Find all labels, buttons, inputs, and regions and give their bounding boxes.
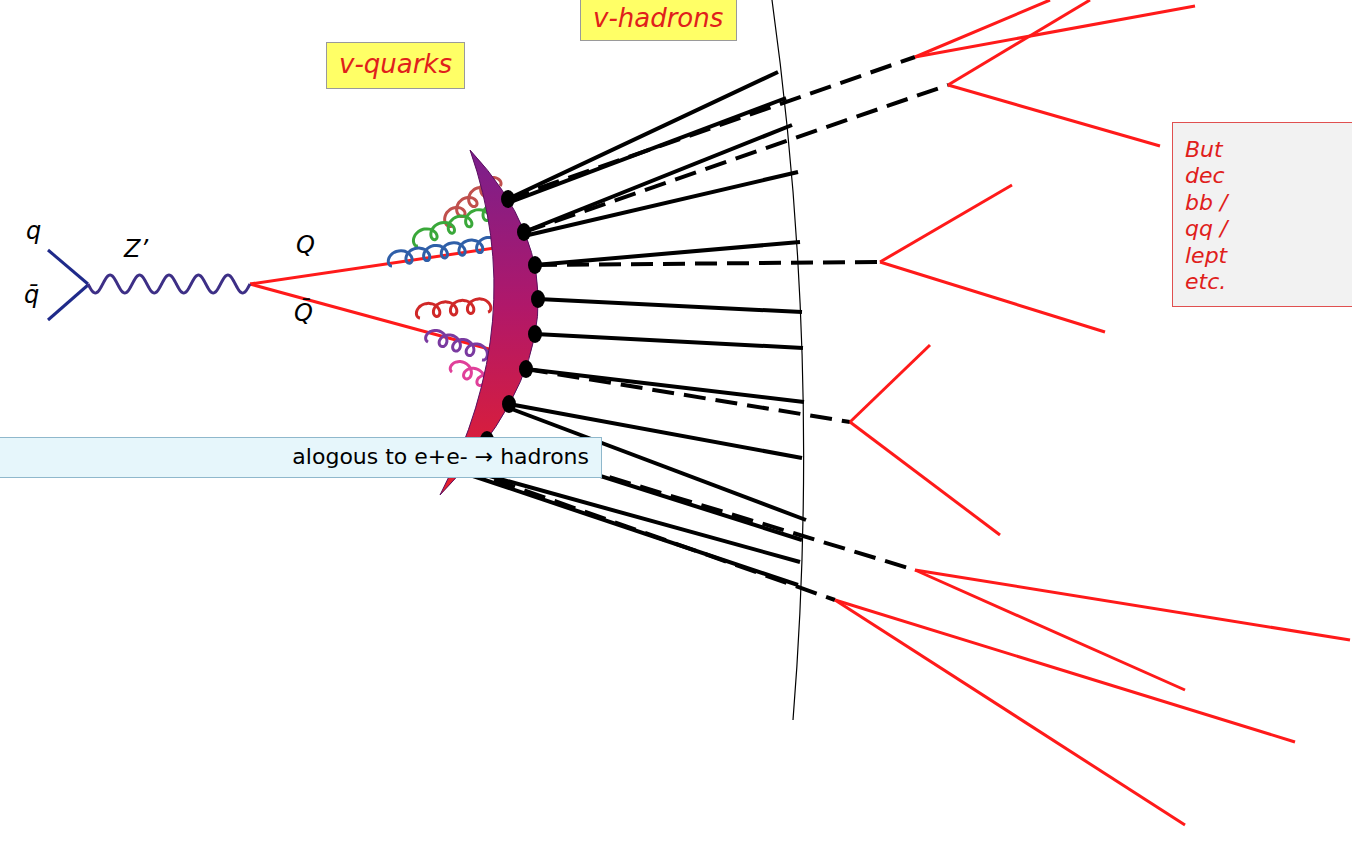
particle-label: Z’ <box>124 236 148 262</box>
antiquark-line <box>48 285 88 320</box>
note-box: But dec bb / qq / lept etc. <box>1172 122 1352 307</box>
zprime-wave <box>88 275 250 293</box>
v-quark-line <box>250 245 515 284</box>
zprime-wave-path <box>88 275 250 293</box>
gluon-curl <box>388 237 500 266</box>
box-text: v-quarks <box>339 49 452 80</box>
displaced-v-hadrons <box>464 57 948 600</box>
stable-v-hadrons <box>464 72 806 585</box>
v-hadron-dots <box>457 190 545 478</box>
detector-arc <box>772 0 804 720</box>
gluon-curl <box>416 299 490 318</box>
box-text: v-hadrons <box>593 3 724 34</box>
concept-box: v-hadrons <box>580 0 737 41</box>
v-antiquark-line <box>250 284 500 352</box>
concept-box: v-quarks <box>326 42 465 89</box>
particle-label: q̄ <box>24 282 39 308</box>
box-text: alogous to e+e- → hadrons <box>11 444 589 470</box>
box-text: But dec bb / qq / lept etc. <box>1185 137 1249 295</box>
note-box: alogous to e+e- → hadrons <box>0 437 602 478</box>
quark-line <box>48 250 88 284</box>
particle-label: q <box>26 218 41 244</box>
particle-label: Q <box>296 232 315 258</box>
gluon-curl <box>426 330 488 360</box>
particle-label: Q̄ <box>294 300 313 326</box>
